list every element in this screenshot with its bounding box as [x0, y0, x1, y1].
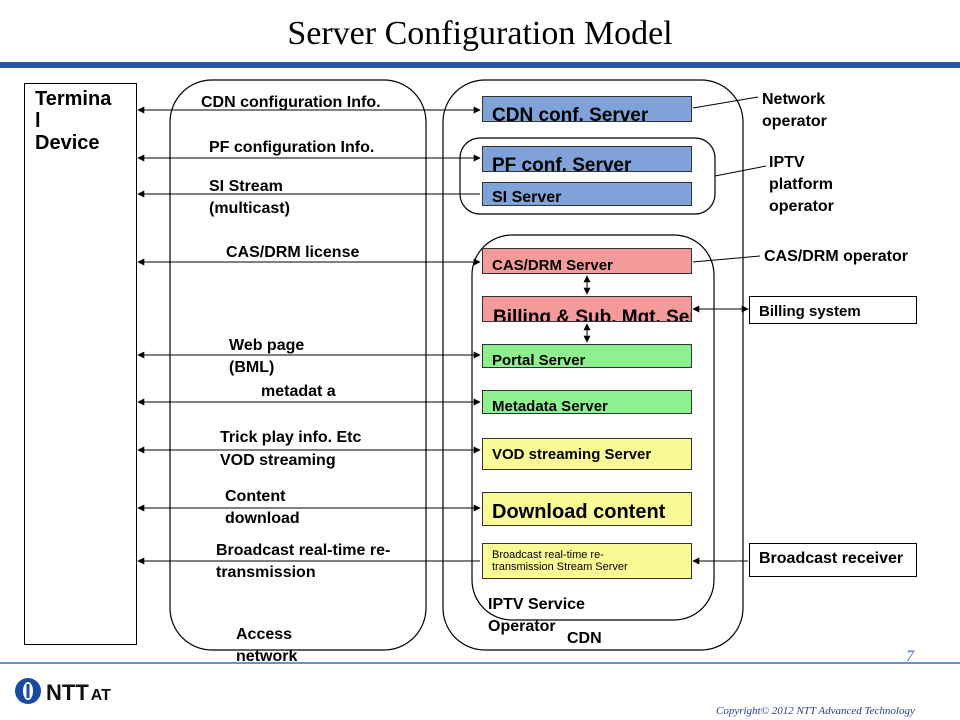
slide-title: Server Configuration Model — [287, 15, 673, 52]
flow-si-stream-label: SI Stream (multicast) — [209, 178, 290, 217]
header-bar — [0, 62, 960, 68]
iptv-service-operator-label: IPTV Service Operator — [488, 596, 585, 635]
flow-trick-play-label: Trick play info. Etc — [220, 429, 362, 446]
pf-conf-server: PF conf. Server — [482, 146, 692, 172]
network-operator-label: Network operator — [762, 91, 827, 130]
terminal-label-2: l — [35, 110, 41, 132]
cas-drm-server: CAS/DRM Server — [482, 248, 692, 274]
flow-vod-streaming-label: VOD streaming — [220, 452, 336, 469]
flow-content-download-label: Content download — [225, 488, 300, 527]
vod-streaming-server: VOD streaming Server — [482, 438, 692, 470]
billing-system-box: Billing system — [749, 296, 917, 324]
flow-pf-config-label: PF configuration Info. — [209, 139, 375, 156]
iptv-platform-pointer — [714, 165, 767, 177]
si-server: SI Server — [482, 182, 692, 206]
flow-metadata-label: metadat a — [261, 383, 336, 400]
cas-drm-operator-label: CAS/DRM operator — [764, 248, 909, 265]
cdn-label: CDN — [567, 630, 602, 647]
cdn-conf-server: CDN conf. Server — [482, 96, 692, 122]
iptv-platform-operator-label: IPTV platform operator — [769, 154, 834, 215]
broadcast-retrans-stream-server: Broadcast real-time re-transmission Stre… — [482, 543, 692, 579]
access-network-region — [169, 79, 427, 651]
network-operator-pointer — [692, 96, 759, 109]
footer-bar — [0, 662, 960, 664]
flow-web-page-label: Web page (BML) — [229, 337, 305, 376]
logo-text-at: AT — [90, 687, 111, 704]
terminal-device: Termina l Device — [24, 83, 137, 645]
billing-sub-mgt-server: Billing & Sub. Mgt. Server — [482, 296, 692, 322]
access-network-label: Access network — [236, 626, 298, 665]
portal-server: Portal Server — [482, 344, 692, 368]
copyright-notice: Copyright© 2012 NTT Advanced Technology — [716, 705, 915, 717]
ntt-logo-icon — [15, 678, 41, 704]
metadata-server: Metadata Server — [482, 390, 692, 414]
cdn-region — [442, 79, 744, 651]
broadcast-receiver-box: Broadcast receiver — [749, 543, 917, 577]
cas-drm-operator-pointer — [692, 255, 761, 263]
logo-text-ntt: NTT — [46, 680, 89, 705]
flow-broadcast-retrans-label: Broadcast real-time re-transmission — [216, 542, 391, 581]
terminal-label-3: Device — [35, 132, 100, 154]
terminal-label-1: Termina — [35, 88, 112, 110]
flow-cdn-config-label: CDN configuration Info. — [201, 94, 381, 111]
download-content-server: Download content Server — [482, 492, 692, 526]
page-number: 7 — [906, 648, 914, 665]
iptv-service-region — [471, 234, 715, 621]
flow-cas-drm-license-label: CAS/DRM license — [226, 244, 360, 261]
